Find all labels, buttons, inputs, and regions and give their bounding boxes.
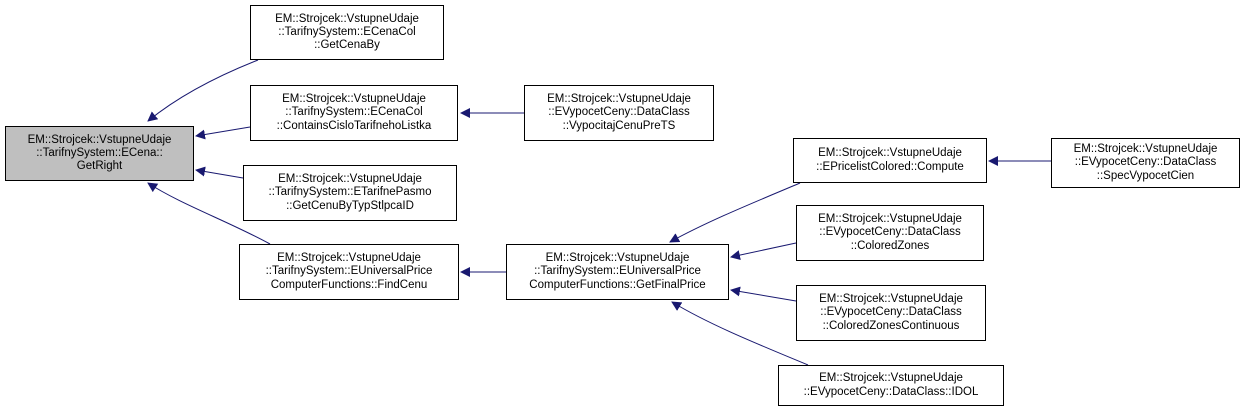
node-dataclass-vypocitajcenupretS[interactable]: EM::Strojcek::VstupneUdaje ::EVypocetCen… [524, 85, 714, 141]
node-line: ::EVypocetCeny::DataClass [820, 306, 962, 319]
node-etarifnepasmo-getcenubytypstlpcaid[interactable]: EM::Strojcek::VstupneUdaje ::TarifnySyst… [243, 165, 457, 221]
node-line: ::GetCenaBy [314, 39, 380, 52]
node-dataclass-specvypocetcien[interactable]: EM::Strojcek::VstupneUdaje ::EVypocetCen… [1051, 138, 1240, 188]
node-line: ::TarifnySystem::EUniversalPrice [534, 265, 701, 278]
node-line: ::ColoredZonesContinuous [822, 319, 960, 332]
node-line: EM::Strojcek::VstupneUdaje [278, 173, 422, 186]
node-epricelistcolored-compute[interactable]: EM::Strojcek::VstupneUdaje ::EPricelistC… [793, 138, 987, 183]
node-line: GetRight [76, 160, 123, 173]
node-line: EM::Strojcek::VstupneUdaje [1073, 143, 1218, 156]
node-euniversalprice-findcenu[interactable]: EM::Strojcek::VstupneUdaje ::TarifnySyst… [239, 244, 459, 300]
node-line: EM::Strojcek::VstupneUdaje [282, 93, 426, 106]
node-line: EM::Strojcek::VstupneUdaje [819, 372, 963, 385]
node-line: ComputerFunctions::GetFinalPrice [529, 278, 706, 291]
node-line: EM::Strojcek::VstupneUdaje [818, 147, 962, 160]
node-line: ::GetCenuByTypStlpcaID [286, 199, 414, 212]
node-line: EM::Strojcek::VstupneUdaje [547, 93, 691, 106]
edge-containscislo-to-getright [195, 126, 251, 140]
node-euniversalprice-getfinalprice[interactable]: EM::Strojcek::VstupneUdaje ::TarifnySyst… [506, 244, 729, 300]
node-line: ::TarifnySystem::EUniversalPrice [265, 265, 433, 278]
node-line: ComputerFunctions::FindCenu [270, 278, 428, 291]
node-line: ::VypocitajCenuPreTS [562, 119, 676, 132]
edge-findcenu-to-getright [147, 182, 271, 245]
node-ecena-getright: EM::Strojcek::VstupneUdaje ::TarifnySyst… [5, 126, 194, 181]
node-dataclass-coloredzonescontinuous[interactable]: EM::Strojcek::VstupneUdaje ::EVypocetCen… [796, 285, 986, 341]
node-line: ::TarifnySystem::ECenaCol [278, 25, 416, 38]
node-ecenacol-containscislotarifnehollistka[interactable]: EM::Strojcek::VstupneUdaje ::TarifnySyst… [250, 85, 458, 141]
node-line: ::TarifnySystem::ECenaCol [285, 106, 423, 119]
node-line: ::ContainsCisloTarifnehoListka [276, 119, 432, 132]
node-line: ::EVypocetCeny::DataClass [819, 226, 961, 239]
node-line: ::TarifnySystem::ETarifnePasmo [268, 186, 432, 199]
node-dataclass-coloredzones[interactable]: EM::Strojcek::VstupneUdaje ::EVypocetCen… [796, 205, 984, 261]
edge-idol-to-getfinalprice [671, 301, 809, 366]
edge-getcenaby-to-getright [147, 59, 259, 122]
node-line: ::EVypocetCeny::DataClass [1074, 156, 1217, 169]
node-line: EM::Strojcek::VstupneUdaje [545, 252, 690, 265]
node-line: EM::Strojcek::VstupneUdaje [818, 213, 962, 226]
node-line: EM::Strojcek::VstupneUdaje [275, 12, 419, 25]
node-line: ::ColoredZones [850, 239, 930, 252]
node-line: ::EVypocetCeny::DataClass [548, 106, 690, 119]
node-line: ::SpecVypocetCien [1096, 169, 1195, 182]
node-line: EM::Strojcek::VstupneUdaje [277, 252, 421, 265]
node-line: EM::Strojcek::VstupneUdaje [27, 133, 172, 146]
node-ecenacol-getcenaby[interactable]: EM::Strojcek::VstupneUdaje ::TarifnySyst… [250, 5, 444, 60]
node-line: EM::Strojcek::VstupneUdaje [819, 293, 963, 306]
edge-compute-to-getfinalprice [669, 182, 801, 243]
edge-coloredzonescontinuous-to-getfinalprice [730, 286, 797, 302]
edge-getcenubytyp-to-getright [195, 166, 244, 179]
node-line: ::EVypocetCeny::DataClass::IDOL [803, 385, 979, 398]
node-dataclass-idol[interactable]: EM::Strojcek::VstupneUdaje ::EVypocetCen… [778, 365, 1004, 406]
edge-coloredzones-to-getfinalprice [730, 242, 797, 260]
node-line: ::EPricelistColored::Compute [816, 160, 964, 173]
node-line: ::TarifnySystem::ECena:: [36, 146, 163, 159]
